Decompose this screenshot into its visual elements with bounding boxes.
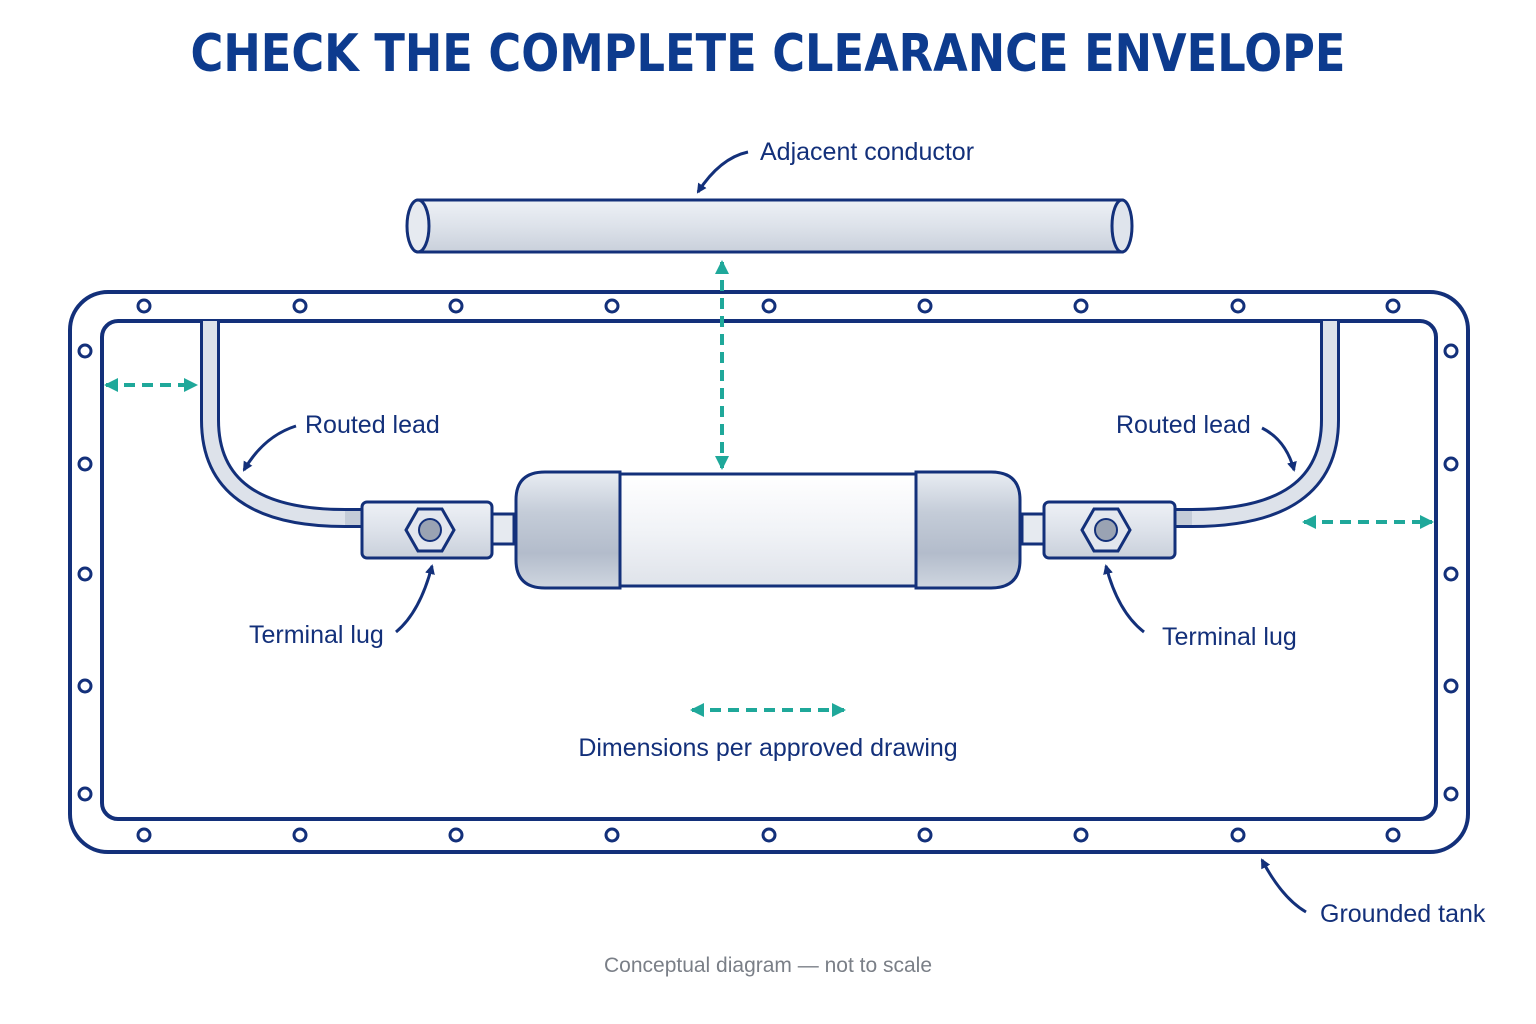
footnote: Conceptual diagram — not to scale (604, 954, 932, 977)
leader-terminal-lug-left (395, 564, 435, 634)
label-adjacent-conductor: Adjacent conductor (760, 138, 974, 166)
label-terminal-lug-right: Terminal lug (1162, 623, 1297, 651)
leader-adjacent-conductor (696, 150, 749, 194)
adjacent-conductor (405, 198, 1134, 254)
routed-lead-right (1175, 321, 1340, 528)
terminal-lug-left (360, 500, 516, 560)
label-routed-lead-left: Routed lead (305, 411, 440, 439)
grounded-tank (68, 290, 1470, 854)
leader-arrows (242, 150, 1307, 914)
label-routed-lead-right: Routed lead (1116, 411, 1251, 439)
diagram-title: CHECK THE COMPLETE CLEARANCE ENVELOPE (190, 24, 1346, 84)
label-grounded-tank: Grounded tank (1320, 900, 1486, 928)
tank-outer-wall (68, 290, 1470, 854)
tank-inner-wall (100, 319, 1438, 821)
leader-routed-lead-left (242, 424, 297, 472)
tank-bolt-holes (77, 298, 1459, 843)
leader-routed-lead-right (1261, 426, 1297, 472)
central-component (514, 470, 1022, 590)
terminal-lug-right (1020, 500, 1177, 560)
leader-terminal-lug-right (1103, 564, 1145, 634)
label-dimensions: Dimensions per approved drawing (578, 734, 957, 762)
routed-lead-left (200, 321, 362, 528)
leader-grounded-tank (1260, 858, 1307, 914)
clearance-arrows (104, 260, 1434, 717)
label-terminal-lug-left: Terminal lug (249, 621, 384, 649)
